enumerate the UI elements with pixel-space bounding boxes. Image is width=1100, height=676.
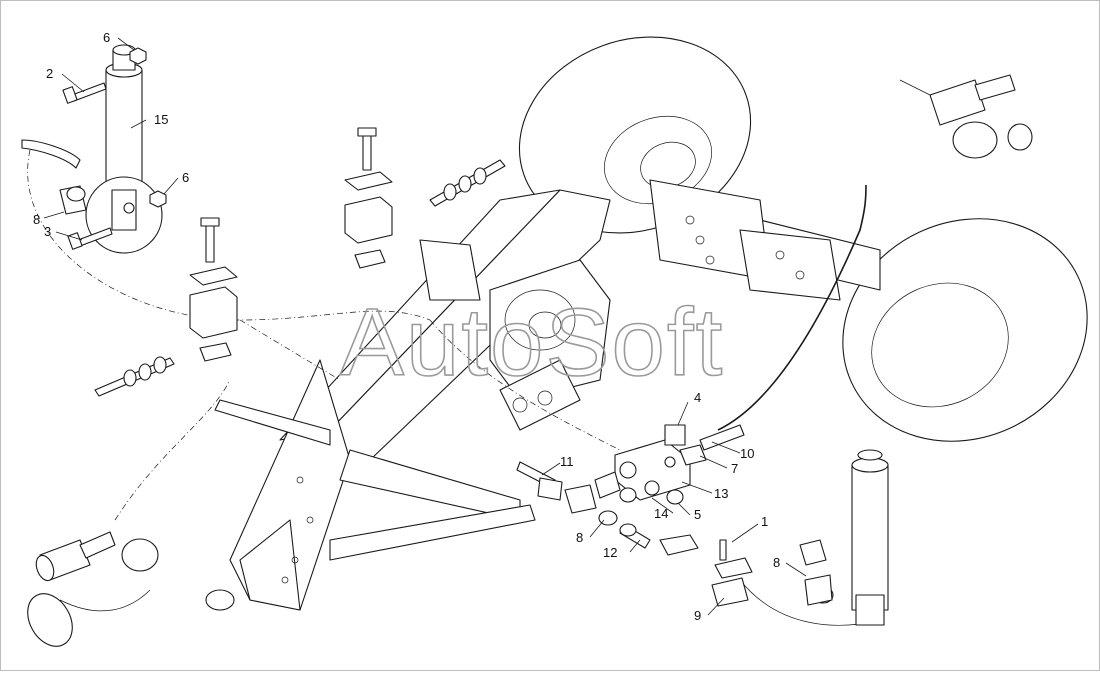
callout-2: 2 [46,66,53,81]
callout-11: 11 [560,454,574,469]
clamp-block-top [344,127,393,269]
rear-wheel-right [842,218,1088,442]
coupler-chain-top [429,159,506,207]
callout-5: 5 [694,507,701,522]
chassis-frame [205,189,611,611]
hose-right [717,184,867,431]
callout-1: 1 [761,514,768,529]
nut-5 [666,489,684,505]
watermark-text: AutoSoft [340,289,724,396]
callout-7: 7 [731,461,738,476]
dust-cap [27,538,159,647]
bolt-2 [62,82,107,104]
valve-block-13 [614,439,691,501]
callout-6-top: 6 [103,30,110,45]
callout-labels: 6 2 15 6 8 3 4 10 11 7 13 14 5 8 1 12 8 … [33,30,780,623]
pipe-12 [619,523,651,549]
clamp-9 [659,534,753,607]
gearbox-housing [489,259,611,431]
hose-path-lower-left [114,379,231,521]
callout-8-left: 8 [33,212,40,227]
detail-coupler-top-right [899,74,1033,159]
washer-7 [679,444,707,466]
screw-1 [719,539,727,561]
callout-8-right: 8 [773,555,780,570]
rear-axle [649,179,881,301]
callout-9: 9 [694,608,701,623]
hose-path-center [429,319,621,451]
callout-10: 10 [740,446,754,461]
callout-8-center: 8 [576,530,583,545]
callout-15: 15 [154,112,168,127]
nut-6-side [149,190,167,208]
nut-6-top [129,47,147,65]
coupler-chain-left [94,356,175,397]
elbow-fitting-8-left [21,139,87,215]
quick-coupler-lower-left [35,531,116,582]
elbow-fitting-8-center [564,484,618,526]
hydraulic-cylinder-right [799,449,889,626]
callout-12: 12 [603,545,617,560]
fitting-10 [699,424,745,451]
adapter-14 [594,471,637,503]
callout-14: 14 [654,506,668,521]
callout-13: 13 [714,486,728,501]
clamp-block-left [189,217,238,362]
callout-4: 4 [694,390,701,405]
callout-3: 3 [44,224,51,239]
callout-6-side: 6 [182,170,189,185]
leader-lines [43,37,807,616]
